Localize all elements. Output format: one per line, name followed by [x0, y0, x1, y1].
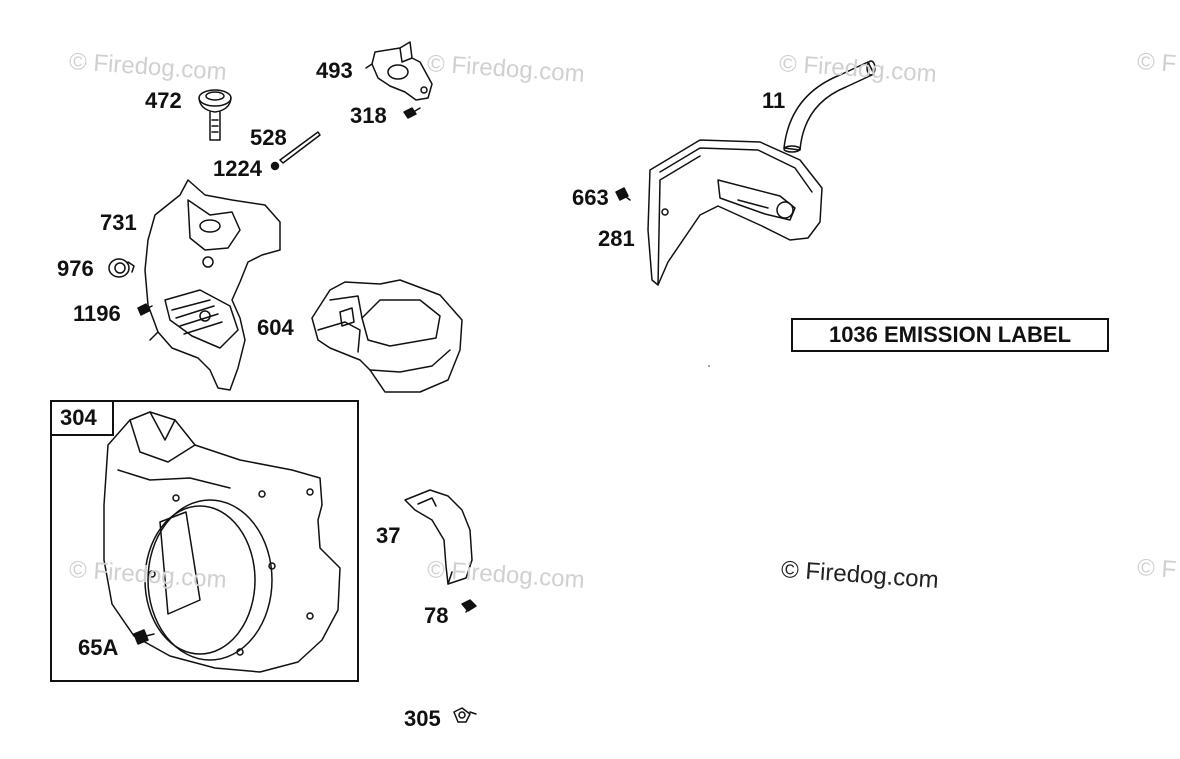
screw-icon — [137, 303, 153, 316]
nut-icon — [453, 707, 477, 723]
screw-icon — [403, 107, 421, 119]
callout-528: 528 — [250, 125, 287, 150]
callout-305: 305 — [404, 706, 441, 731]
grommet-icon — [270, 161, 280, 171]
callout-663: 663 — [572, 185, 609, 210]
dipstick-icon — [198, 89, 232, 141]
callout-731: 731 — [100, 210, 137, 235]
screw-icon — [461, 599, 477, 613]
throttle-bracket-icon — [365, 41, 433, 101]
blower-housing-icon — [103, 411, 341, 673]
callout-318: 318 — [350, 103, 387, 128]
heat-shield-icon — [647, 139, 823, 286]
stray-mark — [708, 365, 710, 367]
callout-1224: 1224 — [213, 156, 262, 181]
breather-hose-icon — [783, 60, 876, 153]
watermark-text: © F — [1136, 554, 1178, 584]
air-guide-icon — [311, 279, 463, 393]
watermark-text: © F — [1136, 48, 1178, 78]
callout-65A: 65A — [78, 635, 119, 660]
cylinder-shroud-icon — [144, 179, 281, 391]
kit-frame-304 — [50, 400, 359, 682]
callout-976: 976 — [57, 256, 94, 281]
screw-icon — [615, 187, 631, 201]
grommet-icon — [108, 258, 135, 278]
callout-604: 604 — [257, 315, 294, 340]
callout-472: 472 — [145, 88, 182, 113]
callout-1196: 1196 — [73, 301, 121, 326]
callout-78: 78 — [424, 603, 449, 628]
tube-icon — [279, 131, 321, 164]
deflector-icon — [404, 489, 473, 585]
callout-281: 281 — [598, 226, 635, 251]
callout-37: 37 — [376, 523, 401, 548]
callout-304: 304 — [50, 400, 114, 436]
screw-icon — [133, 629, 155, 645]
callout-493: 493 — [316, 58, 353, 83]
emission-label-box: 1036 EMISSION LABEL — [791, 318, 1109, 352]
callout-11: 11 — [762, 88, 786, 113]
